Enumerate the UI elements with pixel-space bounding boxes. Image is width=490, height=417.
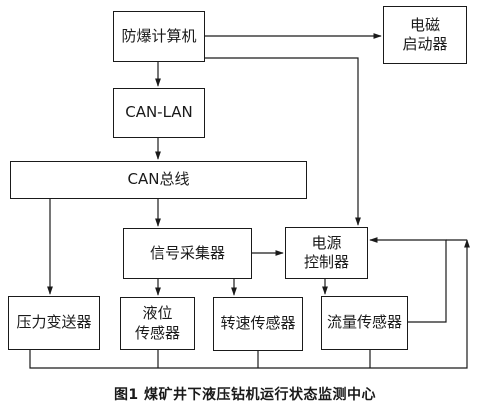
figure-caption: 图1 煤矿井下液压钻机运行状态监测中心 bbox=[113, 387, 377, 403]
collector-label: 信号采集器 bbox=[149, 243, 225, 262]
can-bus-node: CAN总线 bbox=[10, 161, 307, 199]
pressure-label: 压力变送器 bbox=[16, 313, 92, 332]
pressure-transmitter-node: 压力变送器 bbox=[8, 296, 100, 350]
signal-collector-node: 信号采集器 bbox=[123, 228, 252, 279]
level-sensor-node: 液位 传感器 bbox=[120, 297, 195, 350]
starter-label: 电磁 启动器 bbox=[402, 15, 448, 54]
ground-bus bbox=[29, 239, 470, 369]
computer-label: 防爆计算机 bbox=[121, 26, 197, 45]
flow-sensor-node: 流量传感器 bbox=[321, 296, 408, 350]
arrow-computer-to-power bbox=[203, 57, 361, 226]
can-lan-label: CAN-LAN bbox=[125, 103, 193, 122]
can-bus-label: CAN总线 bbox=[127, 170, 190, 189]
electromagnetic-starter-node: 电磁 启动器 bbox=[383, 6, 467, 64]
flow-label: 流量传感器 bbox=[326, 313, 402, 332]
flow-feedback-loop bbox=[369, 237, 447, 323]
power-label: 电源 控制器 bbox=[303, 233, 349, 272]
explosion-proof-computer-node: 防爆计算机 bbox=[113, 11, 205, 62]
power-controller-node: 电源 控制器 bbox=[285, 227, 368, 279]
speed-sensor-node: 转速传感器 bbox=[213, 297, 303, 351]
can-lan-node: CAN-LAN bbox=[113, 88, 205, 138]
speed-label: 转速传感器 bbox=[220, 314, 296, 333]
level-label: 液位 传感器 bbox=[134, 304, 180, 342]
